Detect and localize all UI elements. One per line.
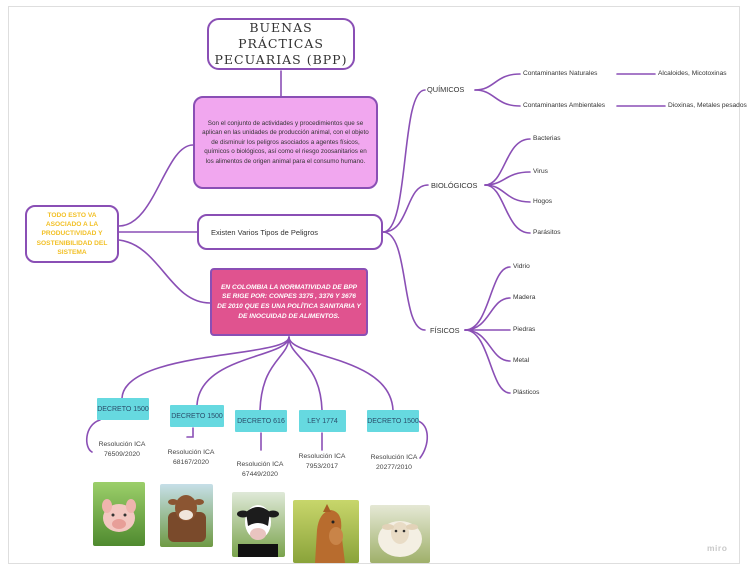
definition-box[interactable]: Son el conjunto de actividades y procedi… bbox=[193, 96, 378, 189]
resolution-text[interactable]: Resolución ICA 67449/2020 bbox=[236, 461, 284, 478]
biologicos-item[interactable]: Bacterias bbox=[533, 135, 561, 142]
cow-brown-photo bbox=[160, 484, 213, 547]
miro-watermark: miro bbox=[707, 543, 728, 553]
fisicos-item[interactable]: Vidrio bbox=[513, 263, 530, 270]
norma-box[interactable]: DECRETO 1500 bbox=[367, 410, 419, 432]
main-title[interactable]: BUENAS PRÁCTICAS PECUARIAS (BPP) bbox=[207, 18, 355, 70]
norma-box[interactable]: DECRETO 616 bbox=[235, 410, 287, 432]
quimicos-detail[interactable]: Dioxinas, Metales pesados bbox=[668, 102, 747, 109]
horse-photo bbox=[293, 500, 359, 563]
cow-holstein-photo bbox=[232, 492, 285, 557]
fisicos-item[interactable]: Metal bbox=[513, 357, 530, 364]
resolution-text[interactable]: Resolución ICA 68167/2020 bbox=[167, 449, 215, 466]
quimicos-item[interactable]: Contaminantes Naturales bbox=[523, 70, 598, 77]
biologicos-item[interactable]: Parásitos bbox=[533, 229, 561, 236]
peligros-box[interactable]: Existen Varios Tipos de Peligros bbox=[197, 214, 383, 250]
horse-icon bbox=[315, 504, 345, 563]
pig-icon bbox=[102, 499, 136, 532]
asociado-box[interactable]: TODO ESTO VA ASOCIADO A LA PRODUCTIVIDAD… bbox=[25, 205, 119, 263]
cow-icon bbox=[168, 495, 206, 542]
norma-box[interactable]: LEY 1774 bbox=[299, 410, 346, 432]
biologicos-item[interactable]: Hogos bbox=[533, 198, 553, 205]
category-biologicos[interactable]: BIOLÓGICOS bbox=[431, 181, 478, 190]
pig-photo bbox=[93, 482, 145, 546]
fisicos-item[interactable]: Plásticos bbox=[513, 389, 540, 396]
sheep-photo bbox=[370, 505, 430, 563]
fisicos-item[interactable]: Piedras bbox=[513, 326, 536, 333]
biologicos-item[interactable]: Virus bbox=[533, 168, 548, 175]
quimicos-detail[interactable]: Alcaloides, Micotoxinas bbox=[658, 70, 727, 77]
cow-icon bbox=[237, 505, 279, 557]
category-quimicos[interactable]: QUÍMICOS bbox=[427, 85, 465, 94]
fisicos-item[interactable]: Madera bbox=[513, 294, 536, 301]
norma-box[interactable]: DECRETO 1500 bbox=[170, 405, 224, 427]
colombia-normatividad-box[interactable]: EN COLOMBIA LA NORMATIVIDAD DE BPP SE RI… bbox=[210, 268, 368, 336]
resolution-text[interactable]: Resolución ICA 7953/2017 bbox=[298, 453, 346, 470]
category-fisicos[interactable]: FÍSICOS bbox=[430, 326, 460, 335]
norma-box[interactable]: DECRETO 1500 bbox=[97, 398, 149, 420]
sheep-icon bbox=[378, 521, 422, 557]
resolution-text[interactable]: Resolución ICA 20277/2010 bbox=[370, 454, 418, 471]
resolution-text[interactable]: Resolución ICA 76509/2020 bbox=[98, 441, 146, 458]
quimicos-item[interactable]: Contaminantes Ambientales bbox=[523, 102, 606, 109]
